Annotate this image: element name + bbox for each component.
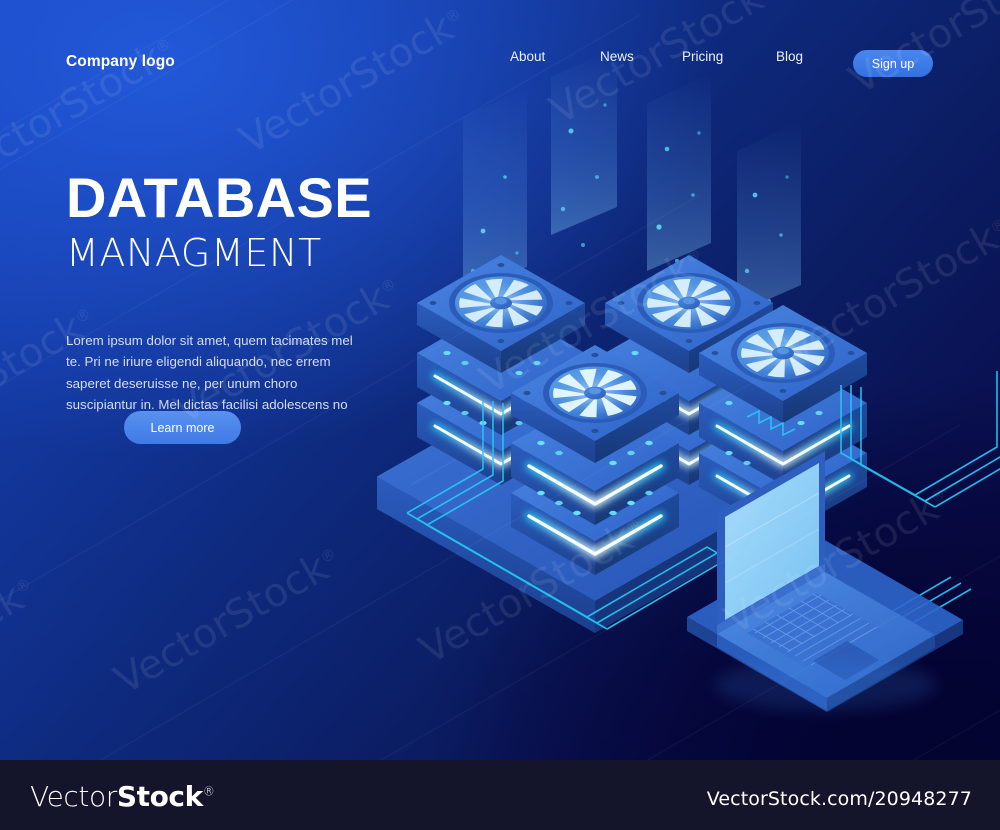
- page-title: DATABASE: [66, 166, 373, 229]
- brand-logo[interactable]: Company logo: [66, 53, 175, 70]
- server-rack-front-left: [511, 345, 679, 575]
- hero-copy: DATABASE MANAGMENT Lorem ipsum dolor sit…: [66, 166, 426, 444]
- fan: [543, 363, 647, 423]
- nav-link-pricing[interactable]: Pricing: [682, 48, 724, 64]
- fan: [449, 273, 553, 333]
- nav-link-blog[interactable]: Blog: [776, 48, 804, 64]
- registered-mark: ®: [202, 784, 215, 799]
- logo-prefix: Vector: [30, 780, 117, 813]
- page-subtitle: MANAGMENT: [66, 231, 322, 275]
- fan: [637, 273, 741, 333]
- learn-more-button[interactable]: Learn more: [124, 411, 241, 444]
- nav-link-news[interactable]: News: [600, 48, 634, 64]
- vectorstock-logo: VectorStock®: [30, 780, 215, 813]
- navbar: Company logo About News Pricing Blog Sig…: [0, 0, 1000, 110]
- logo-suffix: Stock: [116, 780, 203, 813]
- footer-bar: VectorStock® VectorStock.com/20948277: [0, 760, 1000, 830]
- vectorstock-url: VectorStock.com/20948277: [706, 788, 972, 810]
- fan: [731, 323, 835, 383]
- hero-illustration: [355, 47, 1000, 725]
- hero-section: Company logo About News Pricing Blog Sig…: [0, 0, 1000, 760]
- hero-paragraph: Lorem ipsum dolor sit amet, quem tacimat…: [66, 332, 353, 413]
- nav-link-about[interactable]: About: [510, 48, 546, 64]
- signup-button[interactable]: Sign up: [853, 50, 933, 77]
